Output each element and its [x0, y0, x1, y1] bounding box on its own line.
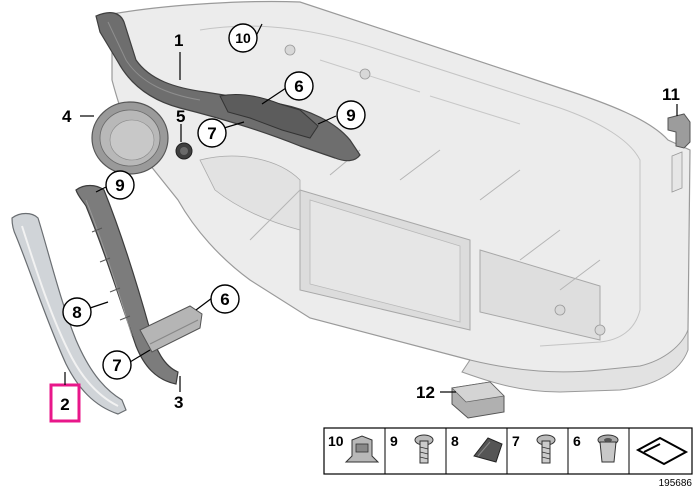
callout-6b: 6 — [220, 290, 229, 309]
callout-2: 2 — [60, 395, 69, 414]
callout-6a-circle — [284, 71, 314, 101]
callout-6b-circle — [210, 284, 240, 314]
callout-6a: 6 — [294, 77, 303, 96]
callout-12: 12 — [416, 383, 435, 402]
door-panel — [111, 0, 691, 393]
legend-num-9: 9 — [390, 433, 398, 449]
part-5-plug — [175, 142, 193, 160]
catalog-number: 195686 — [659, 478, 693, 489]
callout-4: 4 — [62, 107, 72, 126]
legend-item-symbol — [635, 436, 689, 466]
part-8-support-bracket — [75, 184, 179, 385]
callout-3: 3 — [174, 393, 183, 412]
legend-num-10: 10 — [328, 433, 344, 449]
expanding-rivet-icon — [597, 434, 619, 463]
screw-icon — [414, 434, 434, 464]
part-2-trim-strip — [11, 212, 127, 415]
legend-num-8: 8 — [451, 433, 459, 449]
callout-5: 5 — [176, 107, 185, 126]
callout-9b: 9 — [115, 176, 124, 195]
callout-11: 11 — [662, 85, 680, 104]
legend-num-6: 6 — [573, 433, 581, 449]
door-handle — [219, 93, 319, 139]
legend-item-6: 6 — [573, 433, 619, 463]
callout-7a-circle — [197, 118, 227, 148]
callout-7a: 7 — [207, 124, 216, 143]
symbol-icon — [635, 436, 689, 466]
callout-9b-circle — [105, 170, 135, 200]
part-6-pull-handle — [139, 305, 203, 353]
screw-icon — [536, 434, 556, 464]
callout-10-circle — [228, 23, 258, 53]
clip-nut-icon — [473, 437, 503, 463]
legend-item-10: 10 — [328, 433, 380, 463]
callout-8-circle — [62, 297, 92, 327]
part-12-connector — [451, 381, 505, 419]
callout-1: 1 — [174, 31, 183, 50]
callout-9a-circle — [336, 100, 366, 130]
callout-9a: 9 — [346, 106, 355, 125]
callout-7b: 7 — [112, 356, 121, 375]
callout-10: 10 — [235, 30, 251, 46]
legend-item-9: 9 — [390, 433, 434, 464]
part-11-bracket — [667, 113, 691, 193]
part-4-speaker-cover — [91, 101, 169, 175]
legend-item-7: 7 — [512, 433, 556, 464]
callout-8: 8 — [72, 303, 81, 322]
callouts: 1 10 6 7 9 4 5 11 9 8 6 7 3 12 2 — [49, 23, 680, 423]
legend-num-7: 7 — [512, 433, 520, 449]
legend-item-8: 8 — [451, 433, 503, 463]
callout-7b-circle — [102, 350, 132, 380]
clip-icon — [344, 435, 380, 463]
hardware-legend: 10 9 8 7 — [323, 427, 693, 475]
